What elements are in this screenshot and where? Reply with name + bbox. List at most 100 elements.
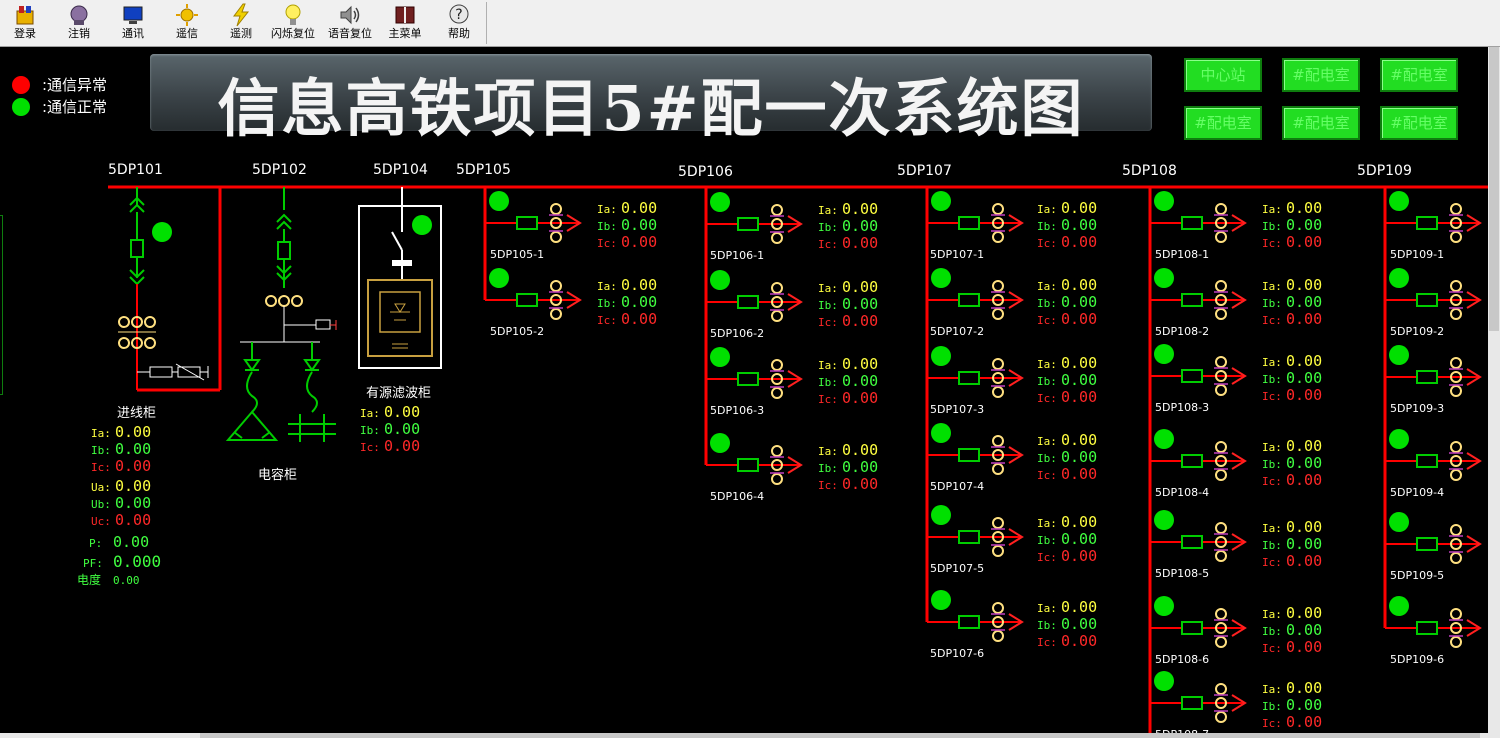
meas-value-ic: 0.00: [842, 312, 879, 330]
feeder-ct-coil: [992, 358, 1004, 370]
nav-room-2[interactable]: #配电室: [1380, 58, 1458, 92]
meas-row-ia: Ia:0.00: [1037, 276, 1097, 294]
bus-label-5dp101: 5DP101: [108, 162, 163, 178]
voice-reset-button[interactable]: 语音复位: [325, 2, 375, 44]
feeder-breaker: [1416, 293, 1438, 307]
flash-reset-label: 闪烁复位: [271, 27, 315, 40]
feeder-ct-coil: [1450, 280, 1462, 292]
meas-row-ib: Ib:0.00: [818, 458, 879, 476]
feeder-label: 5DP106-4: [710, 490, 765, 503]
voice-reset-label: 语音复位: [328, 27, 372, 40]
meas-key-ib: Ib:: [1262, 220, 1282, 233]
feeder-status-dot: [710, 347, 730, 367]
incoming-uc-key: Uc:: [91, 515, 111, 528]
filter-cabinet-graphic: [358, 187, 442, 369]
feeder-breaker: [958, 293, 980, 307]
horizontal-scrollbar[interactable]: [0, 733, 1488, 738]
feeder-ct-coil: [1215, 441, 1227, 453]
meas-row-ia: Ia:0.00: [1262, 276, 1322, 294]
book-icon: [395, 6, 415, 24]
feeder-breaker: [1416, 216, 1438, 230]
feeder-breaker: [1181, 369, 1203, 383]
meas-row-ib: Ib:0.00: [818, 295, 878, 313]
telemetry-label: 遥测: [230, 27, 252, 40]
meas-value-ic: 0.00: [1061, 547, 1098, 565]
meas-value-ia: 0.00: [1286, 437, 1323, 455]
meas-value-ia: 0.00: [1061, 431, 1098, 449]
nav-center-station[interactable]: 中心站: [1184, 58, 1262, 92]
feeder-breaker: [958, 216, 980, 230]
main-menu-button[interactable]: 主菜单: [380, 2, 430, 44]
meas-value-ib: 0.00: [621, 216, 658, 234]
feeder-breaker: [1416, 454, 1438, 468]
feeder-breaker: [958, 448, 980, 462]
meas-row-ic: Ic:0.00: [1262, 552, 1322, 570]
meas-key-ic: Ic:: [1262, 390, 1282, 403]
vertical-scrollbar[interactable]: [1488, 47, 1500, 738]
feeder-ct-coil: [992, 386, 1004, 398]
feeder-status-dot: [1154, 596, 1174, 616]
feeder-ct-coil: [1450, 552, 1462, 564]
feeder-label: 5DP106-2: [710, 327, 765, 340]
meas-row-ib: Ib:0.00: [597, 293, 658, 311]
meas-row-ia: Ia:0.00: [1262, 352, 1322, 370]
meas-value-ia: 0.00: [1061, 513, 1098, 531]
feeder-label: 5DP108-3: [1155, 401, 1210, 414]
meas-key-ic: Ic:: [1037, 392, 1057, 405]
feeder-breaker: [1181, 696, 1203, 710]
meas-row-ic: Ic:0.00: [818, 475, 878, 493]
meas-key-ic: Ic:: [1037, 237, 1057, 250]
nav-room-1[interactable]: #配电室: [1282, 58, 1360, 92]
vertical-scroll-thumb[interactable]: [1489, 47, 1499, 331]
telemetry-button[interactable]: 遥测: [216, 2, 266, 44]
meas-value-ic: 0.00: [1286, 386, 1323, 404]
nav-room-5[interactable]: #配电室: [1380, 106, 1458, 140]
feeder-ct-coil: [1215, 384, 1227, 396]
bus-label-5dp109: 5DP109: [1357, 163, 1412, 179]
feeder-ct-coil: [1215, 608, 1227, 620]
feeder-ct-coil: [992, 545, 1004, 557]
login-button[interactable]: 登录: [0, 2, 50, 44]
meas-row-ic: Ic:0.00: [597, 310, 657, 328]
flash-reset-button[interactable]: 闪烁复位: [268, 2, 318, 44]
meas-value-ib: 0.00: [621, 293, 658, 311]
horizontal-scroll-thumb[interactable]: [200, 733, 1480, 738]
logout-icon: [70, 5, 88, 25]
comm-label: 通讯: [122, 27, 144, 40]
feeder-breaker: [1181, 454, 1203, 468]
meas-key-ib: Ib:: [1262, 458, 1282, 471]
meas-key-ia: Ia:: [1037, 203, 1057, 216]
feeder-ct-coil: [1215, 231, 1227, 243]
filter-ia-key: Ia:: [360, 407, 380, 420]
incoming-pf-value: 0.000: [113, 552, 162, 571]
feeder-ct-coil: [992, 308, 1004, 320]
feeder-ct-coil: [771, 445, 783, 457]
feeder-arrow: [1466, 291, 1482, 309]
feeder-breaker: [958, 371, 980, 385]
help-button[interactable]: ? 帮助: [434, 2, 484, 44]
meas-value-ib: 0.00: [1286, 454, 1323, 472]
incoming-energy-key: 电度: [77, 573, 102, 587]
logout-button[interactable]: 注销: [54, 2, 104, 44]
lightning-icon: [233, 3, 250, 27]
feeder-label: 5DP108-2: [1155, 325, 1210, 338]
nav-room-4[interactable]: #配电室: [1282, 106, 1360, 140]
telesignal-button[interactable]: 遥信: [162, 2, 212, 44]
meas-value-ib: 0.00: [1061, 293, 1098, 311]
meas-value-ib: 0.00: [842, 458, 879, 476]
meas-row-ic: Ic:0.00: [1037, 388, 1097, 406]
left-edge-frame: [0, 215, 3, 395]
nav-room-3[interactable]: #配电室: [1184, 106, 1262, 140]
feeder-ct-coil: [550, 203, 562, 215]
meas-value-ia: 0.00: [1061, 199, 1098, 217]
comm-button[interactable]: 通讯: [108, 2, 158, 44]
meas-value-ib: 0.00: [1286, 216, 1323, 234]
meas-key-ia: Ia:: [1037, 517, 1057, 530]
help-label: 帮助: [448, 27, 470, 40]
feeder-breaker: [737, 458, 759, 472]
meas-row-ib: Ib:0.00: [818, 217, 878, 235]
